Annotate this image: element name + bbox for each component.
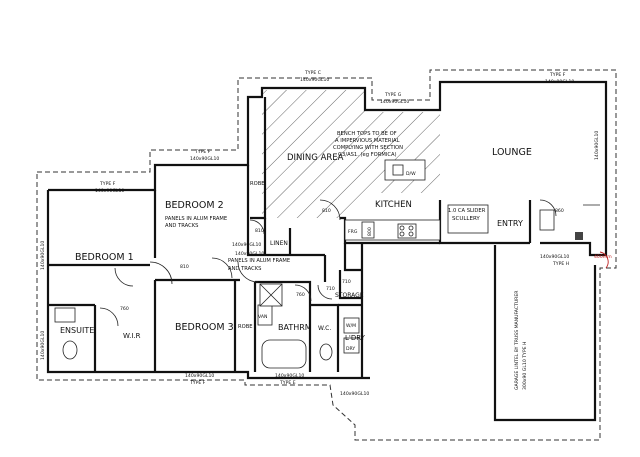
garage-lintel-note-line-1: GARAGE LINTEL BY TRUSS MANUFACTURER xyxy=(514,290,520,390)
lintel-type-h-garage: TYPE H xyxy=(552,261,569,267)
lintel-size-entry: 140x90GL10 xyxy=(540,254,569,260)
entry-details xyxy=(539,204,600,240)
lintel-type-f-bed2: TYPE F xyxy=(194,149,211,155)
lintel-size-lounge-side: 140x90GL10 xyxy=(594,131,600,160)
dimension-mark xyxy=(599,251,609,269)
lintel-size-bed1-side: 140x90GL10 xyxy=(40,241,46,270)
room-bedroom-2: BEDROOM 2 xyxy=(165,200,224,211)
room-bathroom: BATHRM xyxy=(278,323,312,332)
dimension-label: 400mm xyxy=(594,254,612,260)
bench-note-line-1: BENCH TOPS TO BE OF xyxy=(337,131,397,137)
dining-area-hatch xyxy=(262,90,440,218)
fixture-vanity: VAN xyxy=(258,314,267,320)
fixture-labels: FRG 800 D/W W/M DRY VAN xyxy=(258,171,416,352)
room-kitchen: KITCHEN xyxy=(375,200,412,210)
lintel-type-g-kitchen: TYPE G xyxy=(384,92,402,98)
door-size-dining: 810 xyxy=(322,208,331,214)
room-lounge: LOUNGE xyxy=(492,147,532,158)
lintel-size-dining: 140x90GL10 xyxy=(300,77,329,83)
panels-note-2-line-1: PANELS IN ALUM FRAME xyxy=(228,258,290,264)
room-robe: ROBE xyxy=(250,181,265,187)
lintel-size-laundry: 140x90GL10 xyxy=(340,391,369,397)
room-wir: W.I.R xyxy=(123,332,141,340)
room-bedroom-3: BEDROOM 3 xyxy=(175,322,234,333)
door-size-bed1: 810 xyxy=(180,264,189,270)
panels-note-1-line-2: AND TRACKS xyxy=(165,223,198,229)
lintel-size-bed1: 140x90GL10 xyxy=(95,188,124,194)
door-sizes: 810 810 760 760 710 710 810 860 xyxy=(120,208,564,312)
lintel-tags: TYPE F 140x90GL10 TYPE F 140x90GL10 TYPE… xyxy=(40,70,600,397)
bench-note-line-3: COMPLYING WITH SECTION xyxy=(333,145,403,151)
fixture-washer: W/M xyxy=(346,323,356,329)
door-size-bath: 760 xyxy=(296,292,305,298)
room-storage: STORAGE xyxy=(335,292,364,299)
lintel-type-f-lounge: TYPE F xyxy=(549,72,566,78)
room-robe-2: ROBE xyxy=(238,324,253,330)
lintel-size-bath: 140x90GL10 xyxy=(275,373,304,379)
room-wc: W.C. xyxy=(318,325,331,332)
bench-note-line-4: G3/AS1. (eg FORMICA) xyxy=(338,152,397,158)
door-size-entry: 860 xyxy=(555,208,564,214)
lintel-size-bed2-door: 140x90GL10 xyxy=(232,242,261,248)
room-scullery: SCULLERY xyxy=(452,216,480,222)
bathroom-fixtures xyxy=(54,283,360,369)
lintel-size-lounge: 140x90GL10 xyxy=(545,79,574,85)
door-size-bed2: 810 xyxy=(255,228,264,234)
lintel-size-ensuite-side: 140x90GL10 xyxy=(40,331,46,360)
door-swings xyxy=(99,199,557,327)
fixture-oven: 800 xyxy=(367,227,373,236)
lintel-size-bed3: 140x90GL10 xyxy=(185,373,214,379)
garage-lintel-note-line-2: 300x90 GL10 TYPE H xyxy=(522,342,528,390)
lintel-type-f-bed3: TYPE F xyxy=(189,380,206,386)
fixture-dryer: DRY xyxy=(346,346,355,352)
lintel-size-kitchen: 140x90GL10 xyxy=(380,99,409,105)
panels-note-2-line-2: AND TRACKS xyxy=(228,266,261,272)
door-size-wc: 710 xyxy=(326,286,335,292)
lintel-type-c-dining: TYPE C xyxy=(304,70,321,76)
lintel-size-hall: 140x90GL10 xyxy=(235,251,264,257)
slider-note: 1.0 CA SLIDER xyxy=(448,208,486,214)
fixture-dishwasher: D/W xyxy=(406,171,416,177)
bench-note-line-2: A IMPERVIOUS MATERIAL xyxy=(335,138,400,144)
walls xyxy=(46,80,608,422)
lintel-type-e-bath: TYPE E xyxy=(279,380,296,386)
room-ensuite: ENSUITE xyxy=(60,326,94,335)
door-size-ensuite: 760 xyxy=(120,306,129,312)
room-laundry: L'DRY xyxy=(345,334,366,342)
lintel-type-f-bed1: TYPE F xyxy=(99,181,116,187)
room-bedroom-1: BEDROOM 1 xyxy=(75,252,134,263)
panels-note-1-line-1: PANELS IN ALUM FRAME xyxy=(165,216,227,222)
kitchen-fixtures xyxy=(344,159,489,241)
room-linen: LINEN xyxy=(270,240,288,247)
plan-notes: BENCH TOPS TO BE OF A IMPERVIOUS MATERIA… xyxy=(165,131,612,390)
lintel-size-bed2: 140x90GL10 xyxy=(190,156,219,162)
room-dining: DINING AREA xyxy=(287,153,344,163)
door-size-storage: 710 xyxy=(342,279,351,285)
fixture-fridge: FRG xyxy=(348,229,358,235)
eave-outline xyxy=(36,69,617,441)
room-entry: ENTRY xyxy=(497,219,523,228)
room-labels: BEDROOM 1 BEDROOM 2 BEDROOM 3 ENSUITE W.… xyxy=(60,147,532,342)
